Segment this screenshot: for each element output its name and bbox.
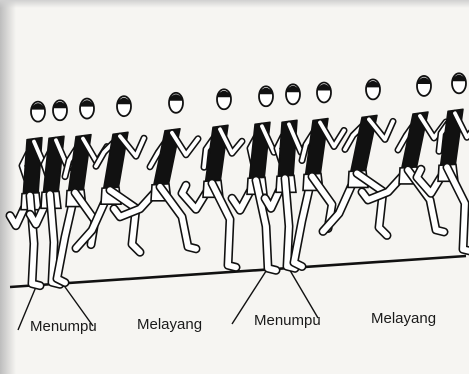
phase-label-menumpu-2: Menumpu: [254, 312, 321, 329]
bracket-line: [288, 267, 318, 318]
phase-label-melayang-2: Melayang: [371, 310, 436, 327]
phase-label-menumpu-1: Menumpu: [30, 318, 97, 335]
ground-line: [10, 256, 466, 287]
phase-label-melayang-1: Melayang: [137, 316, 202, 333]
